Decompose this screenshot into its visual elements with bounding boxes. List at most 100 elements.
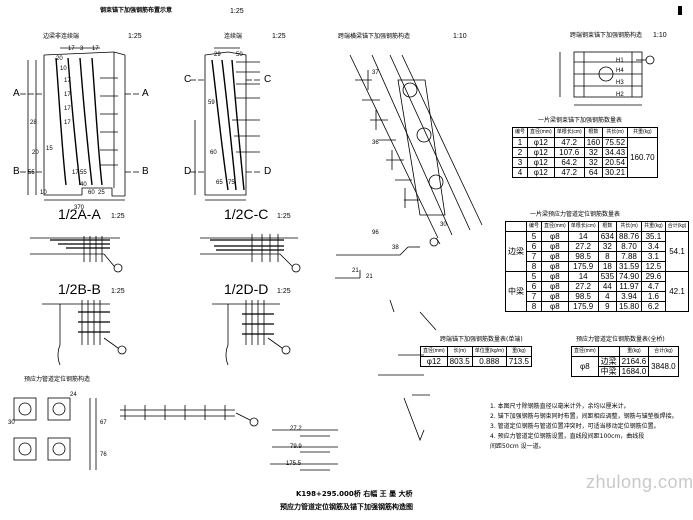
table-cell: 3.1 <box>641 251 666 262</box>
table-cell: φ8 <box>541 281 569 292</box>
section-letter: B <box>13 166 20 177</box>
dimension-value: 17 <box>64 106 71 112</box>
table-cell: 3 <box>511 157 529 168</box>
table-cell: 8 <box>597 251 618 262</box>
column-header: 直径(mm) <box>420 346 448 357</box>
dimension-value: 20 <box>56 56 63 62</box>
table-cell: 0.888 <box>471 356 507 367</box>
column-header: 编号 <box>511 127 529 138</box>
column-header: 根数 <box>583 127 604 138</box>
table-cell: φ8 <box>541 261 569 272</box>
table-cell: 47.2 <box>553 167 585 178</box>
drawing-title: 预应力管道定位钢筋及锚下加强钢筋构造图 <box>280 503 413 511</box>
table-cell: 4 <box>597 291 618 302</box>
group-total: 42.1 <box>664 271 690 312</box>
table-cell: 7 <box>525 251 543 262</box>
total-weight: 160.70 <box>627 137 658 178</box>
dimension-value: 10 <box>40 190 47 196</box>
table-cell: 中梁 <box>597 366 620 377</box>
dimension-value: 21 <box>366 274 373 280</box>
table-cell: 5 <box>525 231 543 242</box>
dimension-value: 30 <box>440 222 447 228</box>
dimension-value: 17 <box>72 170 79 176</box>
section-dd <box>212 300 291 366</box>
section-aa-title: 1/2A-A <box>58 206 101 222</box>
dimension-value: 60 <box>210 150 217 156</box>
group-total: 54.1 <box>664 231 690 272</box>
note-line: 3. 管道定位钢筋与管道位置冲突时，可适当移动定位钢筋位置。 <box>490 423 660 430</box>
column-header: 编号 <box>525 221 543 232</box>
dimension-value: 17 <box>68 46 75 52</box>
table-cell: 11.97 <box>616 281 643 292</box>
dimension-value: H3 <box>616 80 624 86</box>
dimension-value: 30 <box>8 420 15 426</box>
corner-mark <box>678 6 682 15</box>
table-cell: 64.2 <box>553 157 585 168</box>
note-line: 2. 锚下加强钢筋与钢束同时布置，间距相应调整，钢筋与锚垫板焊接。 <box>490 413 675 420</box>
column-header: 单位重(kg/m) <box>471 346 507 357</box>
table-cell: 27.2 <box>567 281 599 292</box>
drawing-location: K198+295.000桥 右幅 王 墨 大桥 <box>296 490 413 498</box>
table-cell: 2164.6 <box>618 356 650 367</box>
table-cell: 14 <box>567 231 599 242</box>
dimension-value: 38 <box>392 245 399 251</box>
detail-a-title: 跨端横梁锚下加强钢筋构造 <box>338 33 411 40</box>
table-cell: 47.2 <box>553 137 585 148</box>
table-cell: φ8 <box>541 251 569 262</box>
main-title: 钢束锚下加强钢筋布置示意 <box>100 7 173 14</box>
section-letter: A <box>13 88 20 99</box>
table-cell: 8.70 <box>616 241 643 252</box>
table-cell: 634 <box>597 231 618 242</box>
total-weight: 3848.0 <box>648 356 679 377</box>
dimension-value: H2 <box>616 92 624 98</box>
table-cell: 107.6 <box>553 147 585 158</box>
section-dd-title: 1/2D-D <box>224 281 269 297</box>
cont-end-title: 连续端 <box>224 33 243 40</box>
column-header: 直径(mm) <box>541 221 569 232</box>
section-letter: B <box>142 166 149 177</box>
group-label: 边梁 <box>505 231 527 272</box>
table-cell: 6 <box>525 281 543 292</box>
column-header: 单根长(cm) <box>567 221 599 232</box>
table-cell: 6.2 <box>641 301 666 312</box>
table-cell: 15.80 <box>616 301 643 312</box>
table-cell: 44 <box>597 281 618 292</box>
table-cell: 4.7 <box>641 281 666 292</box>
note-line: 间距50cm 设一道。 <box>490 443 545 450</box>
dimension-value: 79.9 <box>290 444 302 450</box>
table-cell: φ12 <box>527 167 555 178</box>
section-letter: D <box>184 166 192 177</box>
section-bb <box>42 300 127 366</box>
table-cell: 7.88 <box>616 251 643 262</box>
column-header <box>505 221 527 232</box>
section-letter: C <box>264 74 272 85</box>
table-cell: 20.54 <box>602 157 629 168</box>
table-header: 直径(mm)长(m)单位重(kg/m)重(kg) <box>420 346 532 357</box>
section-cc-scale: 1:25 <box>277 213 291 220</box>
table-cell: 27.2 <box>567 241 599 252</box>
section-cc <box>200 234 301 273</box>
side-view-scale: 1:25 <box>128 33 142 40</box>
table-cell: 1 <box>511 137 529 148</box>
dimension-value: 75 <box>228 180 235 186</box>
anchor-reinforcement-detail <box>349 54 483 239</box>
table-header: 编号直径(mm)单根长(cm)根数共长(m)共重(kg)合计(kg) <box>505 221 690 232</box>
column-header: 长(m) <box>446 346 473 357</box>
table-header: 直径(mm)重(kg)合计(kg) <box>571 346 679 357</box>
anchor-plate-detail <box>559 51 655 106</box>
dimension-value: 96 <box>372 230 379 236</box>
table-cell: 30.21 <box>602 167 629 178</box>
table-cell: 34.43 <box>602 147 629 158</box>
dimension-value: 10 <box>60 66 67 72</box>
main-scale: 1:25 <box>230 8 244 15</box>
detail-a-scale: 1:10 <box>453 33 467 40</box>
table-cell: 5 <box>525 271 543 282</box>
